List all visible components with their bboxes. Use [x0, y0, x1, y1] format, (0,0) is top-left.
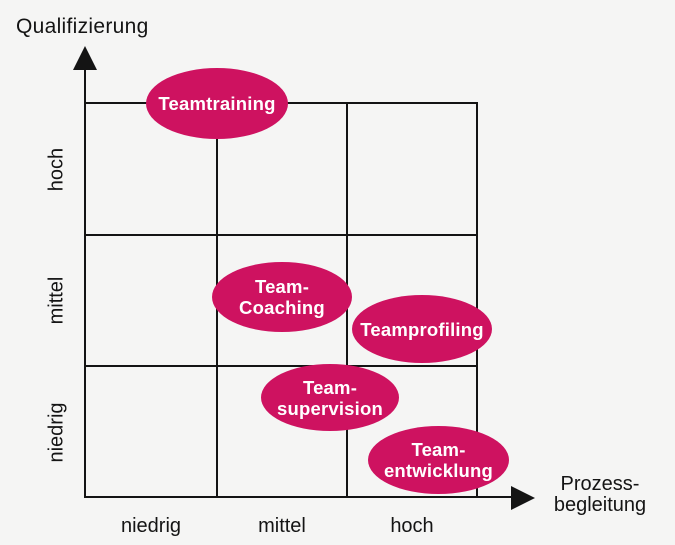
x-axis-title-line-1: Prozess- [560, 473, 640, 495]
y-axis-title: Qualifizierung [16, 15, 149, 38]
bubble-team-entwicklung-label-line-2: entwicklung [383, 460, 494, 481]
x-axis-arrow-icon [511, 486, 535, 510]
bubble-team-supervision: Team- supervision [261, 364, 399, 431]
bubble-team-coaching-label-line-1: Team- [254, 276, 310, 297]
x-axis-line [85, 496, 513, 498]
bubble-teamtraining: Teamtraining [146, 68, 288, 139]
bubble-team-entwicklung: Team- entwicklung [368, 426, 509, 494]
bubble-team-coaching-label-line-2: Coaching [239, 297, 325, 318]
bubble-teamprofiling: Teamprofiling [352, 295, 492, 363]
x-axis-title: Prozess- begleitung [540, 474, 660, 516]
y-axis-arrow-icon [73, 46, 97, 70]
bubble-team-coaching: Team- Coaching [212, 262, 352, 332]
bubble-teamprofiling-label: Teamprofiling [360, 318, 484, 340]
y-tick-hoch: hoch [45, 147, 68, 192]
y-tick-niedrig: niedrig [45, 402, 68, 463]
x-tick-niedrig: niedrig [120, 515, 182, 537]
grid-line-right [476, 102, 478, 498]
bubble-team-supervision-label-line-2: supervision [276, 397, 384, 419]
x-axis-title-line-2: begleitung [553, 494, 647, 516]
bubble-teamtraining-label: Teamtraining [158, 93, 276, 114]
x-tick-mittel: mittel [258, 515, 306, 537]
grid-line-horizontal-2 [85, 365, 478, 367]
y-axis-line [84, 58, 86, 498]
x-tick-hoch: hoch [390, 515, 434, 537]
grid-line-horizontal-1 [85, 234, 478, 236]
bubble-team-entwicklung-label-line-1: Team- [411, 439, 466, 460]
y-tick-mittel: mittel [45, 276, 68, 325]
bubble-team-supervision-label-line-1: Team- [302, 376, 358, 398]
